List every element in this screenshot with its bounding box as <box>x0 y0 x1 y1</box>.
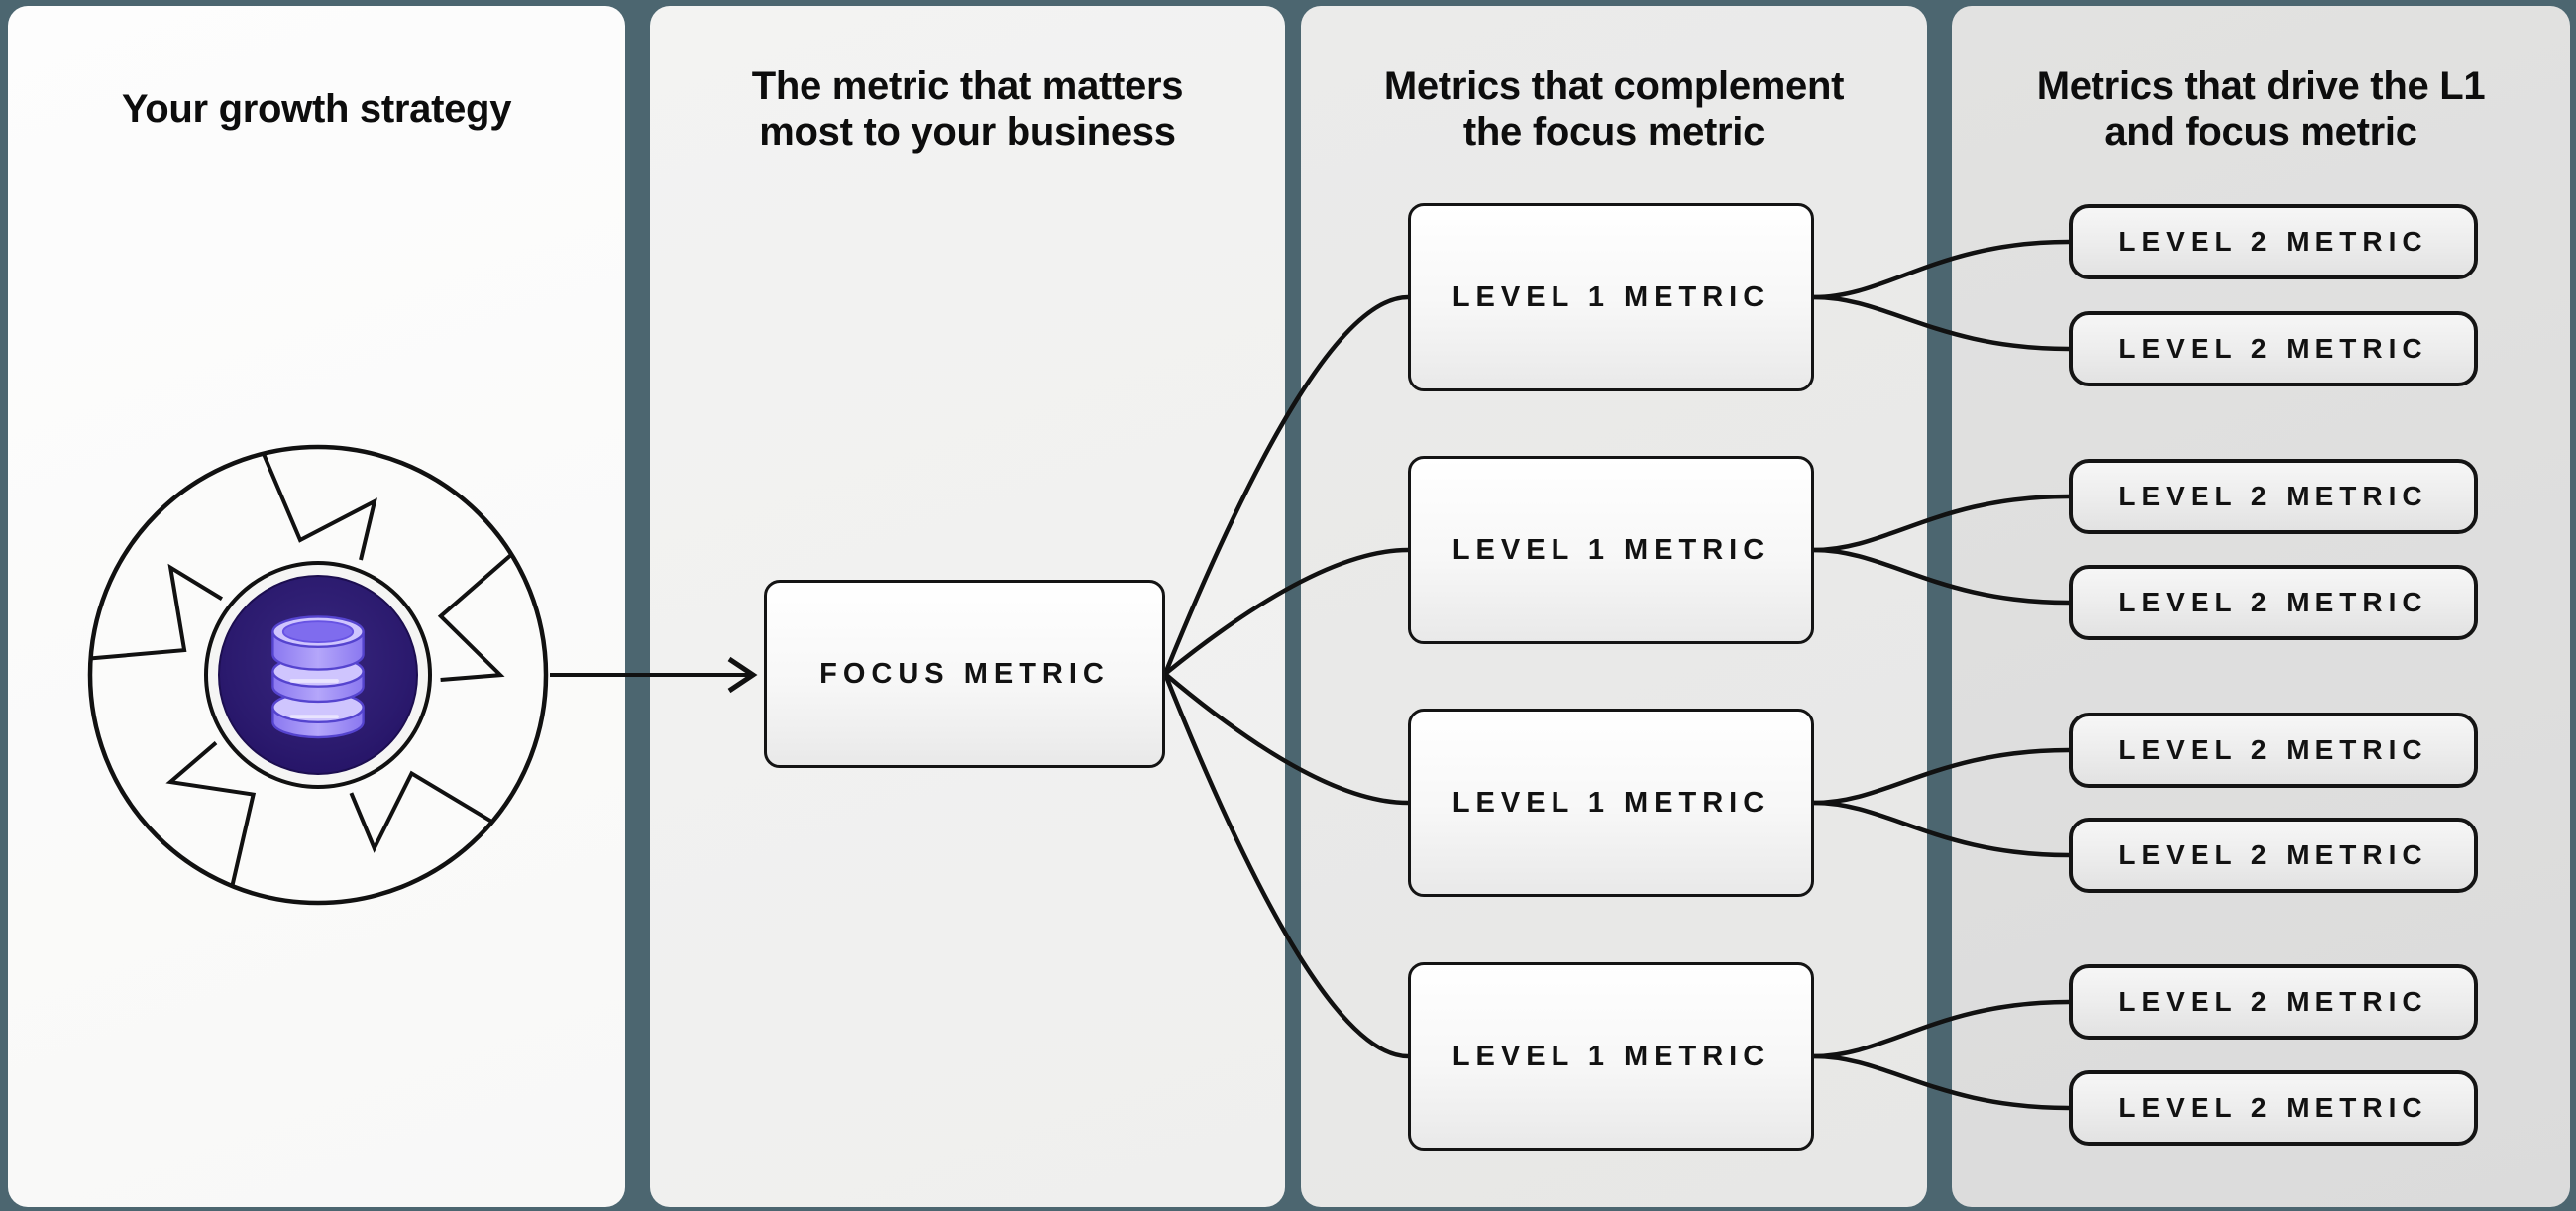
database-icon <box>271 615 365 739</box>
level2-metric-node: LEVEL 2 METRIC <box>2069 204 2478 279</box>
level1-metric-node: LEVEL 1 METRIC <box>1408 709 1814 897</box>
focus-metric-node: FOCUS METRIC <box>764 580 1165 768</box>
panel-title-line2: and focus metric <box>2104 110 2417 154</box>
level2-metric-node: LEVEL 2 METRIC <box>2069 1070 2478 1146</box>
panel-header: The metric that matters most to your bus… <box>650 50 1285 168</box>
panel-header: Metrics that complement the focus metric <box>1301 50 1927 168</box>
panel-title-line1: The metric that matters <box>751 64 1184 108</box>
level1-metric-node: LEVEL 1 METRIC <box>1408 203 1814 391</box>
level2-metric-node: LEVEL 2 METRIC <box>2069 964 2478 1040</box>
panel-title-line2: the focus metric <box>1462 110 1766 154</box>
level1-metric-node: LEVEL 1 METRIC <box>1408 456 1814 644</box>
level2-metric-node: LEVEL 2 METRIC <box>2069 818 2478 893</box>
panel-title-line1: Metrics that drive the L1 <box>2036 64 2486 108</box>
flywheel-icon <box>87 444 549 906</box>
level2-metric-node: LEVEL 2 METRIC <box>2069 311 2478 386</box>
panel-title-line1: Metrics that complement <box>1383 64 1845 108</box>
panel-title: Your growth strategy <box>121 87 512 131</box>
level2-metric-node: LEVEL 2 METRIC <box>2069 565 2478 640</box>
level1-metric-node: LEVEL 1 METRIC <box>1408 962 1814 1151</box>
level2-metric-node: LEVEL 2 METRIC <box>2069 459 2478 534</box>
level2-metric-node: LEVEL 2 METRIC <box>2069 713 2478 788</box>
panel-title-line2: most to your business <box>759 110 1176 154</box>
panel-header: Metrics that drive the L1 and focus metr… <box>1952 50 2570 168</box>
panel-header: Your growth strategy <box>8 50 625 168</box>
